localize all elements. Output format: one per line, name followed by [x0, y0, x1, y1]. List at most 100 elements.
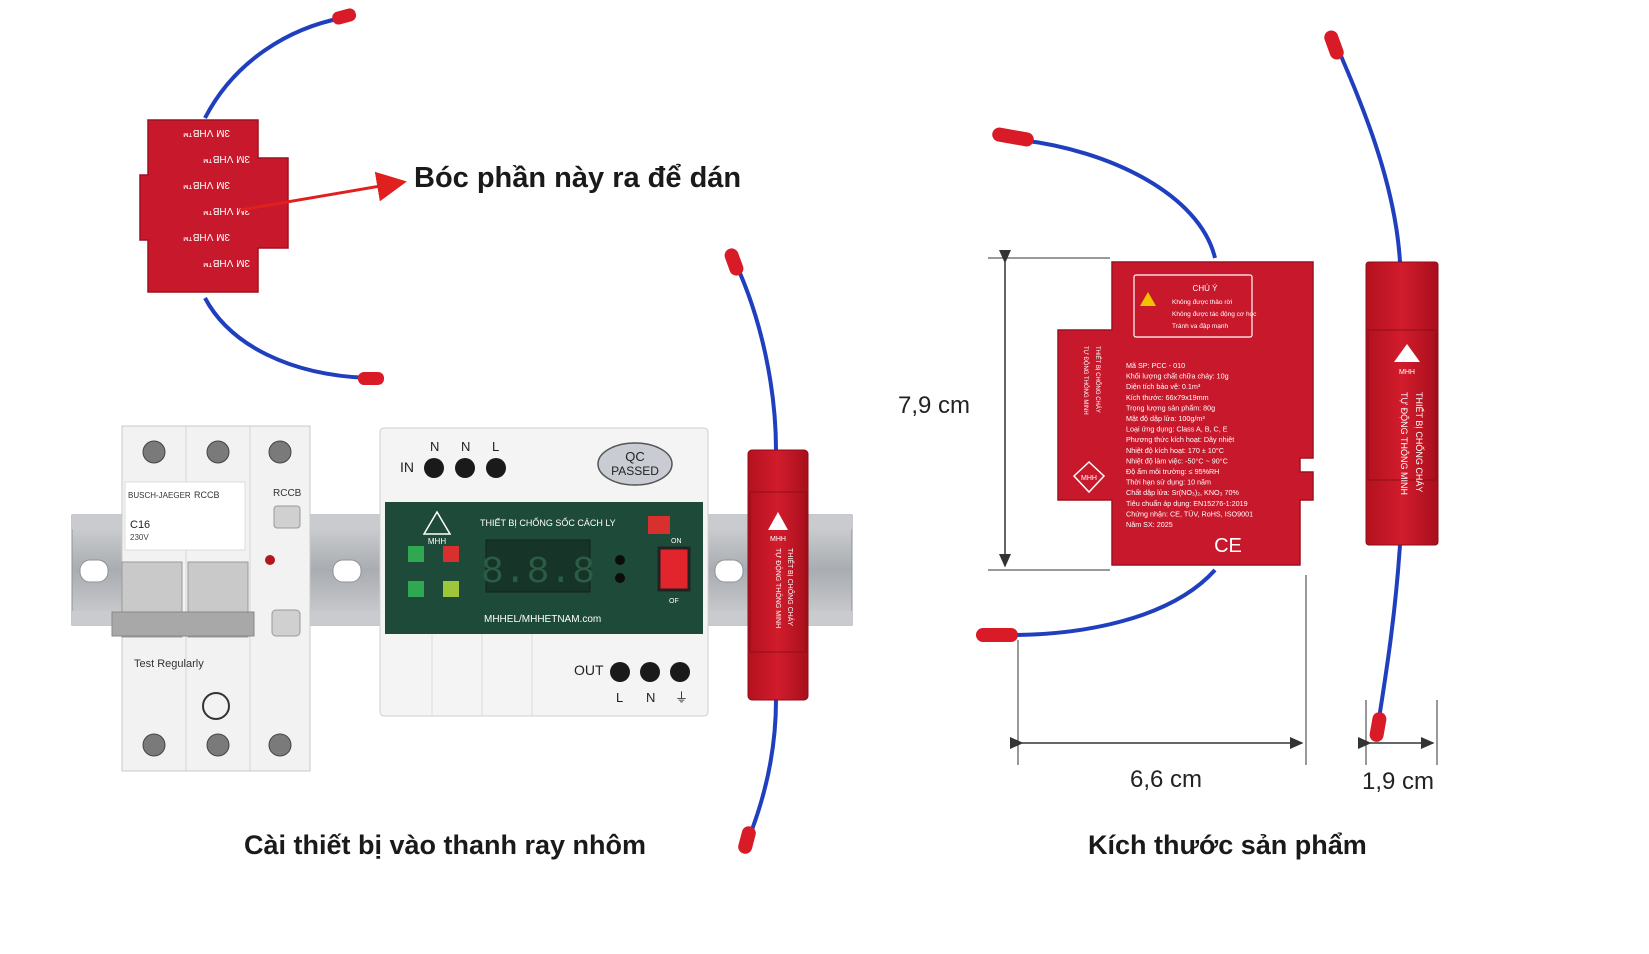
spec-line: Chất dập lửa: Sr(NO₃)₂, KNO₃ 70% — [1126, 488, 1240, 497]
input-terminal — [455, 458, 475, 478]
depth-label: 1,9 cm — [1362, 768, 1435, 795]
unit-logo-icon — [768, 512, 788, 530]
wire-top — [1333, 41, 1402, 263]
circuit-breaker: BUSCH-JAEGER RCCB C16 230V RCCB Test Reg… — [111, 425, 311, 772]
led-display — [485, 539, 591, 593]
tape-print: 3M VHB™ — [183, 179, 230, 190]
side-text-line2: TỰ ĐỘNG THÔNG MINH — [1399, 392, 1409, 495]
notice-line: Không được tác động cơ học — [1172, 311, 1257, 318]
notice-title: CHÚ Ý — [1193, 284, 1219, 293]
product-side-view — [1365, 261, 1439, 546]
adhesive-pad — [139, 119, 289, 293]
rail-scene-caption: Cài thiết bị vào thanh ray nhôm — [244, 830, 647, 860]
terminal-label-in-1: N — [430, 439, 439, 454]
terminal-screw — [142, 440, 166, 464]
side-logo: MHH — [1399, 369, 1415, 376]
unit-text-line1: THIẾT BỊ CHỐNG CHÁY — [786, 548, 796, 626]
rail-slot — [332, 559, 362, 583]
input-terminal — [424, 458, 444, 478]
peel-arrow — [239, 171, 407, 212]
height-label: 7,9 cm — [898, 392, 971, 419]
output-terminal — [610, 662, 630, 682]
alarm-indicator — [443, 546, 459, 562]
front-logo: MHH — [1081, 475, 1097, 482]
wire-top — [203, 16, 343, 119]
tape-print: 3M VHB™ — [183, 127, 230, 138]
side-text-line1: THIẾT BỊ CHỐNG CHÁY — [1414, 392, 1425, 492]
spec-line: Mật độ dập lửa: 100g/m³ — [1126, 414, 1205, 423]
cert-mark — [202, 692, 230, 720]
unit-text-line2: TỰ ĐỘNG THÔNG MINH — [774, 548, 783, 628]
peel-instruction-label: Bóc phần này ra để dán — [414, 162, 742, 194]
tape-print: 3M VHB™ — [203, 257, 250, 268]
spec-line: Trọng lượng sản phẩm: 80g — [1126, 403, 1215, 412]
breaker-voltage: 230V — [130, 533, 149, 542]
spec-line: Loại ứng dụng: Class A, B, C, E — [1126, 425, 1228, 434]
left-side-text: THIẾT BỊ CHỐNG CHÁY — [1094, 346, 1101, 413]
breaker-rating: C16 — [130, 519, 150, 531]
qc-badge — [597, 442, 673, 486]
wire-bottom — [1376, 544, 1402, 726]
notice-box — [1133, 274, 1253, 338]
tape-print: 3M VHB™ — [203, 153, 250, 164]
breaker-test-text: Test Regularly — [134, 658, 204, 670]
breaker-brand: BUSCH-JAEGER — [128, 491, 191, 500]
terminal-label-out-1: L — [616, 690, 623, 705]
dimension-scene-caption: Kích thước sản phẩm — [1088, 830, 1367, 860]
wire-tip — [976, 628, 1018, 642]
spec-line: Thời hạn sử dụng: 10 năm — [1126, 478, 1211, 487]
breaker-rccb-label: RCCB — [194, 490, 220, 500]
notice-line: Tránh va đập mạnh — [1172, 323, 1229, 330]
width-label: 6,6 cm — [1130, 766, 1203, 793]
power-switch[interactable] — [657, 546, 691, 592]
terminal-screw — [206, 733, 230, 757]
switch-on-label: ON — [671, 538, 682, 545]
isolation-module: IN N N L QC PASSED MHH THIẾT BỊ CHỐNG SỐ… — [379, 427, 709, 717]
terminal-label-out-2: N — [646, 690, 655, 705]
rccb-toggle[interactable] — [271, 609, 301, 637]
module-logo: MHH — [428, 537, 446, 546]
spec-line: Nhiệt độ kích hoạt: 170 ± 10°C — [1126, 446, 1224, 455]
spec-line: Diện tích bảo vệ: 0.1m³ — [1126, 382, 1201, 391]
ce-mark: CE — [1214, 535, 1242, 557]
output-terminal — [670, 662, 690, 682]
output-terminal — [640, 662, 660, 682]
mode-button[interactable] — [615, 555, 625, 565]
reset-button[interactable] — [648, 516, 670, 534]
in-label: IN — [400, 459, 414, 475]
wire-tip — [724, 248, 744, 276]
wire-tip — [358, 372, 384, 385]
spec-line: Chứng nhận: CE, TÜV, RoHS, ISO9001 — [1126, 509, 1253, 518]
wire-tip — [1324, 30, 1344, 60]
tape-print: 3M VHB™ — [183, 231, 230, 242]
spec-line: Năm SX: 2025 — [1126, 520, 1173, 529]
mode-button[interactable] — [615, 573, 625, 583]
module-website: MHHEL/MHHETNAM.com — [484, 614, 601, 625]
module-title: THIẾT BỊ CHỐNG SỐC CÁCH LY — [480, 517, 616, 528]
terminal-label-in-3: L — [492, 439, 499, 454]
rccb-indicator — [265, 555, 275, 565]
input-terminal — [486, 458, 506, 478]
rccb-test-button[interactable] — [273, 505, 301, 529]
terminal-label-in-2: N — [461, 439, 470, 454]
warning-icon — [1140, 292, 1156, 306]
fire-unit-body — [747, 449, 809, 701]
switch-off-label: OF — [669, 598, 679, 605]
terminal-screw — [142, 733, 166, 757]
display-digits: 8.8.8 — [481, 551, 595, 594]
qc-line2: PASSED — [611, 464, 659, 478]
side-logo-icon — [1394, 344, 1420, 362]
fire-unit-on-rail: MHH THIẾT BỊ CHỐNG CHÁY TỰ ĐỘNG THÔNG MI… — [724, 248, 809, 854]
spec-line: Tiêu chuẩn áp dụng: EN15276-1:2019 — [1126, 499, 1248, 508]
fault-indicator — [443, 581, 459, 597]
wire-top — [733, 261, 778, 451]
terminal-screw — [268, 733, 292, 757]
wire-tip — [332, 8, 357, 25]
run-indicator — [408, 546, 424, 562]
terminal-screw — [268, 440, 292, 464]
